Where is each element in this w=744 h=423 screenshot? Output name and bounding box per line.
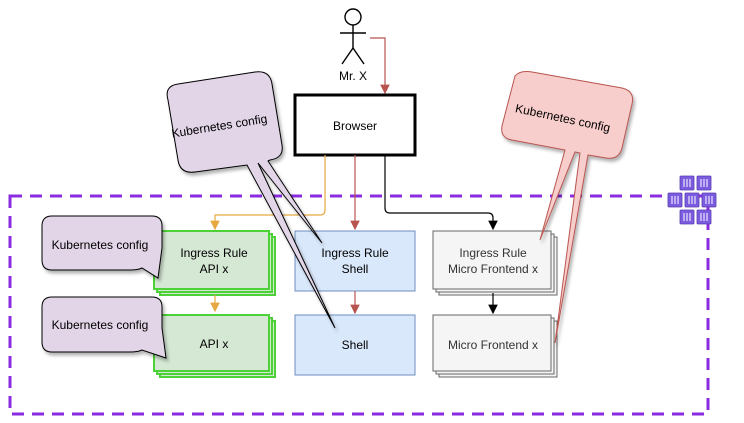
ingress-api-line1: Ingress Rule bbox=[180, 246, 248, 260]
mfe-stack[interactable] bbox=[432, 314, 558, 378]
callout-top-right bbox=[501, 71, 633, 344]
ingress-api-line2: API x bbox=[200, 262, 229, 276]
callout-left-upper bbox=[41, 215, 163, 279]
ingress-mfe-line1: Ingress Rule bbox=[459, 246, 527, 260]
callout-left-lower-text: Kubernetes config bbox=[52, 318, 149, 332]
ingress-mfe-line2: Micro Frontend x bbox=[448, 262, 538, 276]
mfe-label: Micro Frontend x bbox=[448, 338, 538, 352]
callout-left-lower bbox=[41, 296, 167, 359]
arrow-browser-to-ingress-api bbox=[210, 155, 326, 231]
arrow-actor-to-browser bbox=[370, 37, 390, 95]
ingress-shell-line1: Ingress Rule bbox=[321, 246, 389, 260]
ingress-api-stack[interactable] bbox=[153, 230, 276, 296]
cluster-boundary bbox=[8, 194, 710, 416]
ingress-mfe-stack[interactable] bbox=[432, 230, 558, 296]
api-label: API x bbox=[200, 337, 229, 351]
arrow-browser-to-ingress-mfe bbox=[384, 155, 498, 231]
browser-label: Browser bbox=[333, 119, 377, 133]
callout-top-left bbox=[166, 71, 336, 329]
shell-box[interactable] bbox=[294, 314, 416, 376]
api-stack[interactable] bbox=[153, 314, 276, 378]
ingress-shell-box[interactable] bbox=[294, 230, 416, 292]
shell-label: Shell bbox=[342, 338, 369, 352]
callout-left-upper-text: Kubernetes config bbox=[52, 238, 149, 252]
kubernetes-cluster-icon bbox=[667, 175, 717, 225]
actor-label: Mr. X bbox=[339, 69, 367, 83]
ingress-shell-line2: Shell bbox=[342, 262, 369, 276]
actor-mr-x bbox=[340, 8, 366, 65]
